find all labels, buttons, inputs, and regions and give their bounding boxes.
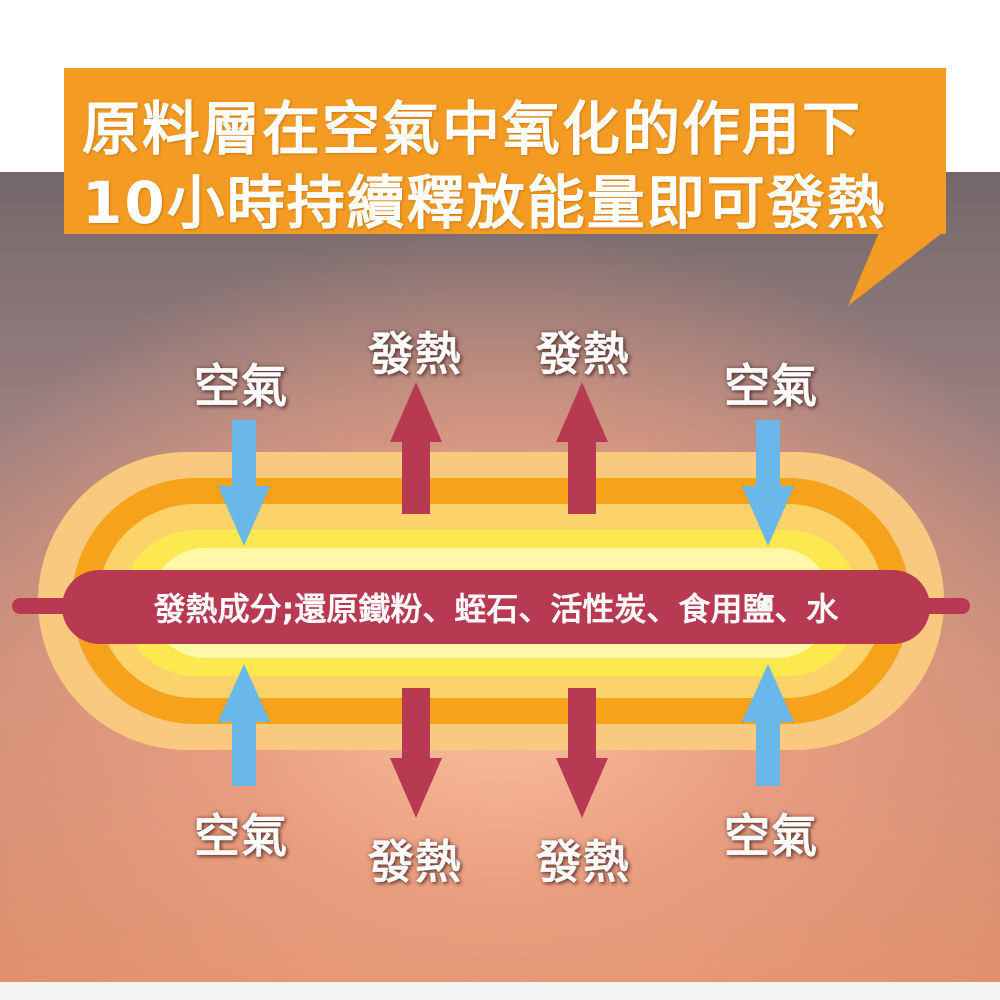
air-arrow-bottom-left <box>218 664 270 786</box>
heat-arrow-top-left <box>390 382 442 514</box>
bottom-strip <box>0 982 1000 1000</box>
air-arrow-top-left <box>218 420 270 546</box>
banner-line-2: 10小時持續釋放能量即可發熱 <box>82 169 887 237</box>
air-arrow-top-right <box>742 420 794 546</box>
banner: 原料層在空氣中氧化的作用下 10小時持續釋放能量即可發熱 <box>64 68 946 237</box>
air-label-bottom-left: 空氣 <box>194 809 288 863</box>
heat-arrow-bottom-left <box>390 688 442 818</box>
ingredients-text: 發熱成分;還原鐵粉、蛭石、活性炭、食用鹽、水 <box>153 590 839 628</box>
air-label-top-right: 空氣 <box>724 359 818 413</box>
heat-label-top-left: 發熱 <box>368 327 462 381</box>
banner-tail <box>848 230 946 306</box>
heat-arrow-bottom-right <box>556 688 608 818</box>
air-label-top-left: 空氣 <box>194 359 288 413</box>
air-label-bottom-right: 空氣 <box>724 809 818 863</box>
heat-label-bottom-left: 發熱 <box>368 835 462 889</box>
ingredient-bar <box>62 570 930 644</box>
heat-arrow-top-right <box>556 382 608 514</box>
heat-label-top-right: 發熱 <box>536 327 630 381</box>
heat-label-bottom-right: 發熱 <box>536 835 630 889</box>
air-arrow-bottom-right <box>742 664 794 786</box>
banner-line-1: 原料層在空氣中氧化的作用下 <box>82 95 863 163</box>
